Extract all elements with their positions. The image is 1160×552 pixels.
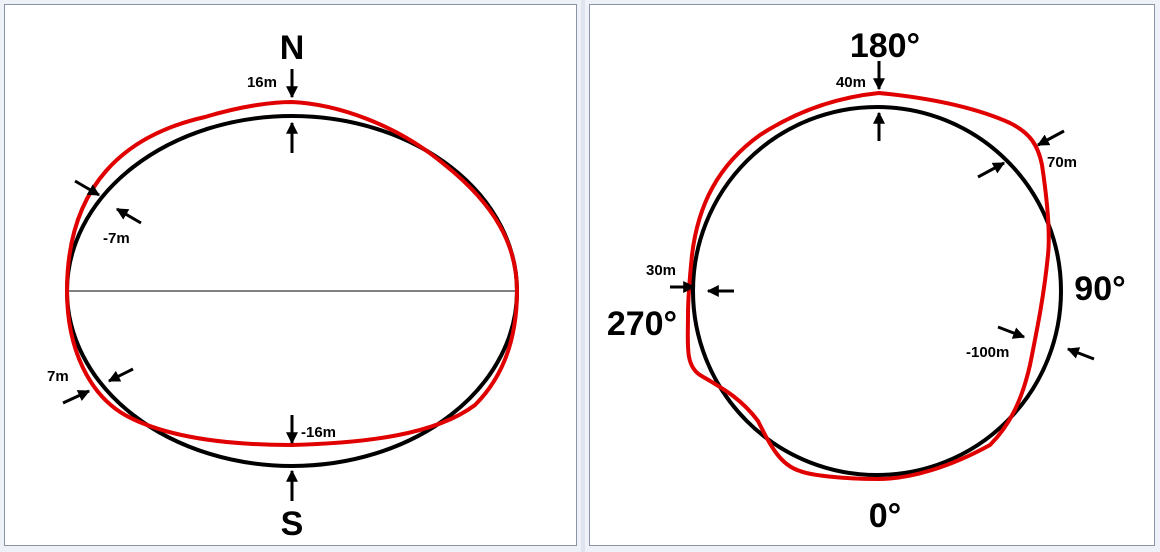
- north-label: N: [280, 29, 305, 67]
- angle-bottom-label: 0°: [869, 497, 902, 535]
- deformed-shape: [64, 99, 520, 448]
- right-diagram-panel: 180° 90° 0° 270° 40m 70m 30m -100m: [589, 4, 1155, 546]
- panel-divider: [581, 0, 585, 552]
- bottom-offset-label: -16m: [301, 424, 336, 441]
- upper-right-arrow-outer: [1036, 129, 1065, 147]
- angle-top-label: 180°: [850, 27, 920, 65]
- top-offset-label: 16m: [247, 74, 277, 91]
- lower-left-arrow-outer: [62, 389, 91, 405]
- top-offset-label: 40m: [836, 74, 866, 91]
- circle-diagram: 180° 90° 0° 270° 40m 70m 30m -100m: [607, 27, 1126, 535]
- upper-right-offset-label: 70m: [1047, 154, 1077, 171]
- right-arrow-inner: [997, 325, 1026, 339]
- lower-left-arrow-inner: [107, 367, 134, 383]
- deformed-shape: [685, 90, 1051, 482]
- south-label: S: [281, 505, 304, 543]
- upper-right-arrow-inner: [977, 161, 1006, 179]
- reference-circle: [691, 105, 1063, 477]
- upper-left-offset-label: -7m: [103, 230, 130, 247]
- left-diagram-panel: N S 16m -16m -7m 7m: [4, 4, 577, 546]
- upper-left-arrow-inner: [115, 207, 142, 225]
- upper-left-arrow-outer: [74, 179, 101, 197]
- right-offset-label: -100m: [966, 344, 1009, 361]
- angle-right-label: 90°: [1074, 270, 1125, 308]
- angle-left-label: 270°: [607, 305, 677, 343]
- right-arrow-outer: [1066, 347, 1095, 361]
- lower-left-offset-label: 7m: [47, 368, 69, 385]
- left-offset-label: 30m: [646, 262, 676, 279]
- ellipse-diagram: N S 16m -16m -7m 7m: [47, 29, 520, 543]
